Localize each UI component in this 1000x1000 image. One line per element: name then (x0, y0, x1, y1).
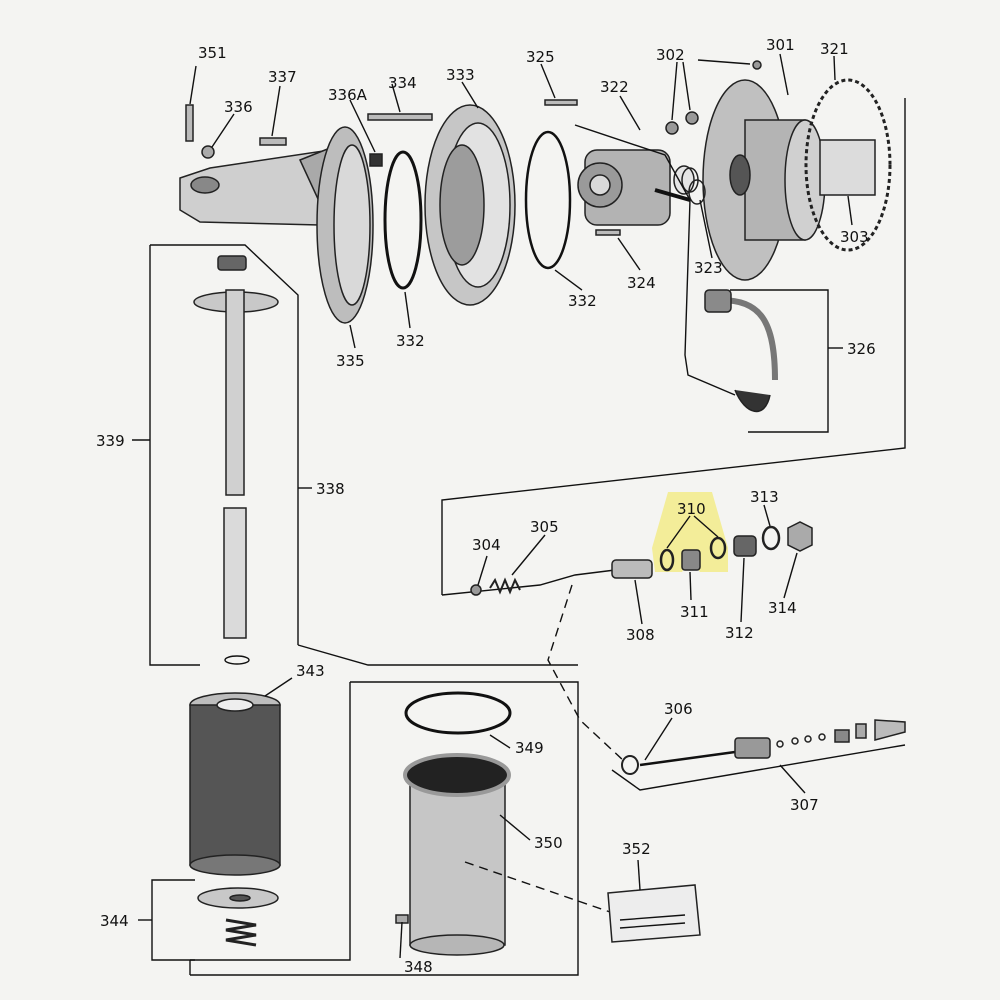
label-324: 324 (627, 274, 656, 292)
label-339: 339 (96, 432, 125, 450)
gasket-332-right (524, 130, 572, 270)
nut-302b (685, 111, 699, 125)
label-337: 337 (268, 68, 297, 86)
label-336A: 336A (328, 86, 368, 104)
label-351: 351 (198, 44, 227, 62)
label-343: 343 (296, 662, 325, 680)
label-303: 303 (840, 228, 869, 246)
label-308: 308 (626, 626, 655, 644)
oring-349 (404, 691, 512, 735)
label-334: 334 (388, 74, 417, 92)
pump-322 (577, 149, 695, 226)
pin-337 (259, 137, 287, 146)
washer-336 (201, 145, 215, 159)
gasket-321 (804, 78, 892, 252)
tube-326 (704, 289, 778, 413)
bolt-351 (185, 104, 194, 142)
oring-310b (709, 536, 727, 560)
label-313: 313 (750, 488, 779, 506)
bolt-324 (595, 229, 621, 236)
label-322: 322 (600, 78, 629, 96)
label-307: 307 (790, 796, 819, 814)
label-350: 350 (534, 834, 563, 852)
bowl-350 (395, 753, 511, 956)
bolt-334 (367, 113, 433, 121)
tube-339-lower (223, 507, 247, 639)
label-332-left: 332 (396, 332, 425, 350)
label-305: 305 (530, 518, 559, 536)
tube-339-upper (225, 289, 245, 496)
plate-344 (197, 887, 279, 947)
label-338: 338 (316, 480, 345, 498)
housing-333 (424, 104, 516, 306)
label-301: 301 (766, 36, 795, 54)
label-321: 321 (820, 40, 849, 58)
label-314: 314 (768, 599, 797, 617)
label-352: 352 (622, 840, 651, 858)
nut-302a (665, 121, 679, 135)
cap-top (217, 255, 247, 271)
label-344: 344 (100, 912, 129, 930)
label-325: 325 (526, 48, 555, 66)
label-304: 304 (472, 536, 501, 554)
motor-301 (702, 79, 826, 281)
label-306: 306 (664, 700, 693, 718)
washer-313 (761, 525, 781, 551)
label-333: 333 (446, 66, 475, 84)
label-349: 349 (515, 739, 544, 757)
label-312: 312 (725, 624, 754, 642)
label-348: 348 (404, 958, 433, 976)
valve-307 (621, 719, 906, 775)
spring-305 (489, 577, 521, 595)
label-335: 335 (336, 352, 365, 370)
label-336: 336 (224, 98, 253, 116)
label-323: 323 (694, 259, 723, 277)
label-311: 311 (680, 603, 709, 621)
flange-335 (316, 126, 374, 324)
label-card-352 (607, 884, 701, 943)
label-310: 310 (677, 500, 706, 518)
label-302: 302 (656, 46, 685, 64)
nut-314 (787, 521, 813, 552)
bolt-325 (544, 99, 578, 106)
gasket-332-left (383, 150, 423, 290)
washer-323b (688, 179, 706, 205)
sleeve-308 (611, 559, 653, 579)
ball-304 (470, 584, 482, 596)
filter-343 (189, 692, 281, 876)
seat-311 (681, 549, 701, 571)
label-326: 326 (847, 340, 876, 358)
label-332-right: 332 (568, 292, 597, 310)
nut-336A (369, 153, 383, 167)
seat-312 (733, 535, 757, 557)
oring-339 (224, 655, 250, 665)
oring-310a (659, 548, 675, 572)
shaft-303 (819, 139, 876, 196)
nut-301-top (752, 60, 762, 70)
